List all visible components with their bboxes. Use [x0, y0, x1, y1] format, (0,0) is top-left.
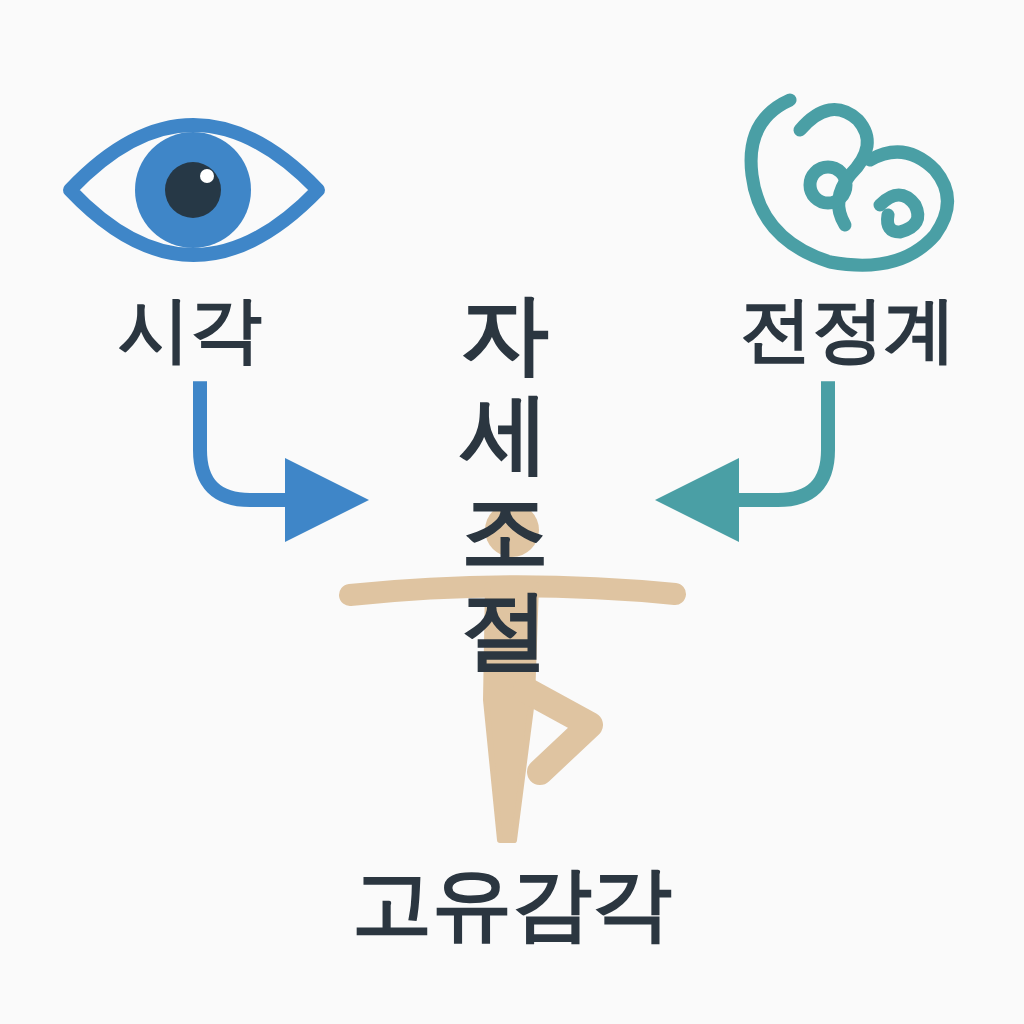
eye-icon: [70, 125, 318, 255]
sense-node: 시각: [118, 105, 262, 369]
sense-node: 전정계: [740, 85, 956, 369]
ear-icon: [751, 100, 947, 265]
sense-node: 고유감각: [352, 470, 672, 948]
sense-label: 고유감각: [352, 860, 672, 948]
sense-label: 전정계: [740, 290, 956, 369]
input-arrow: [676, 381, 828, 500]
sense-label: 시각: [118, 290, 262, 369]
input-arrow: [200, 381, 348, 500]
title: 자세 조절: [461, 285, 549, 679]
